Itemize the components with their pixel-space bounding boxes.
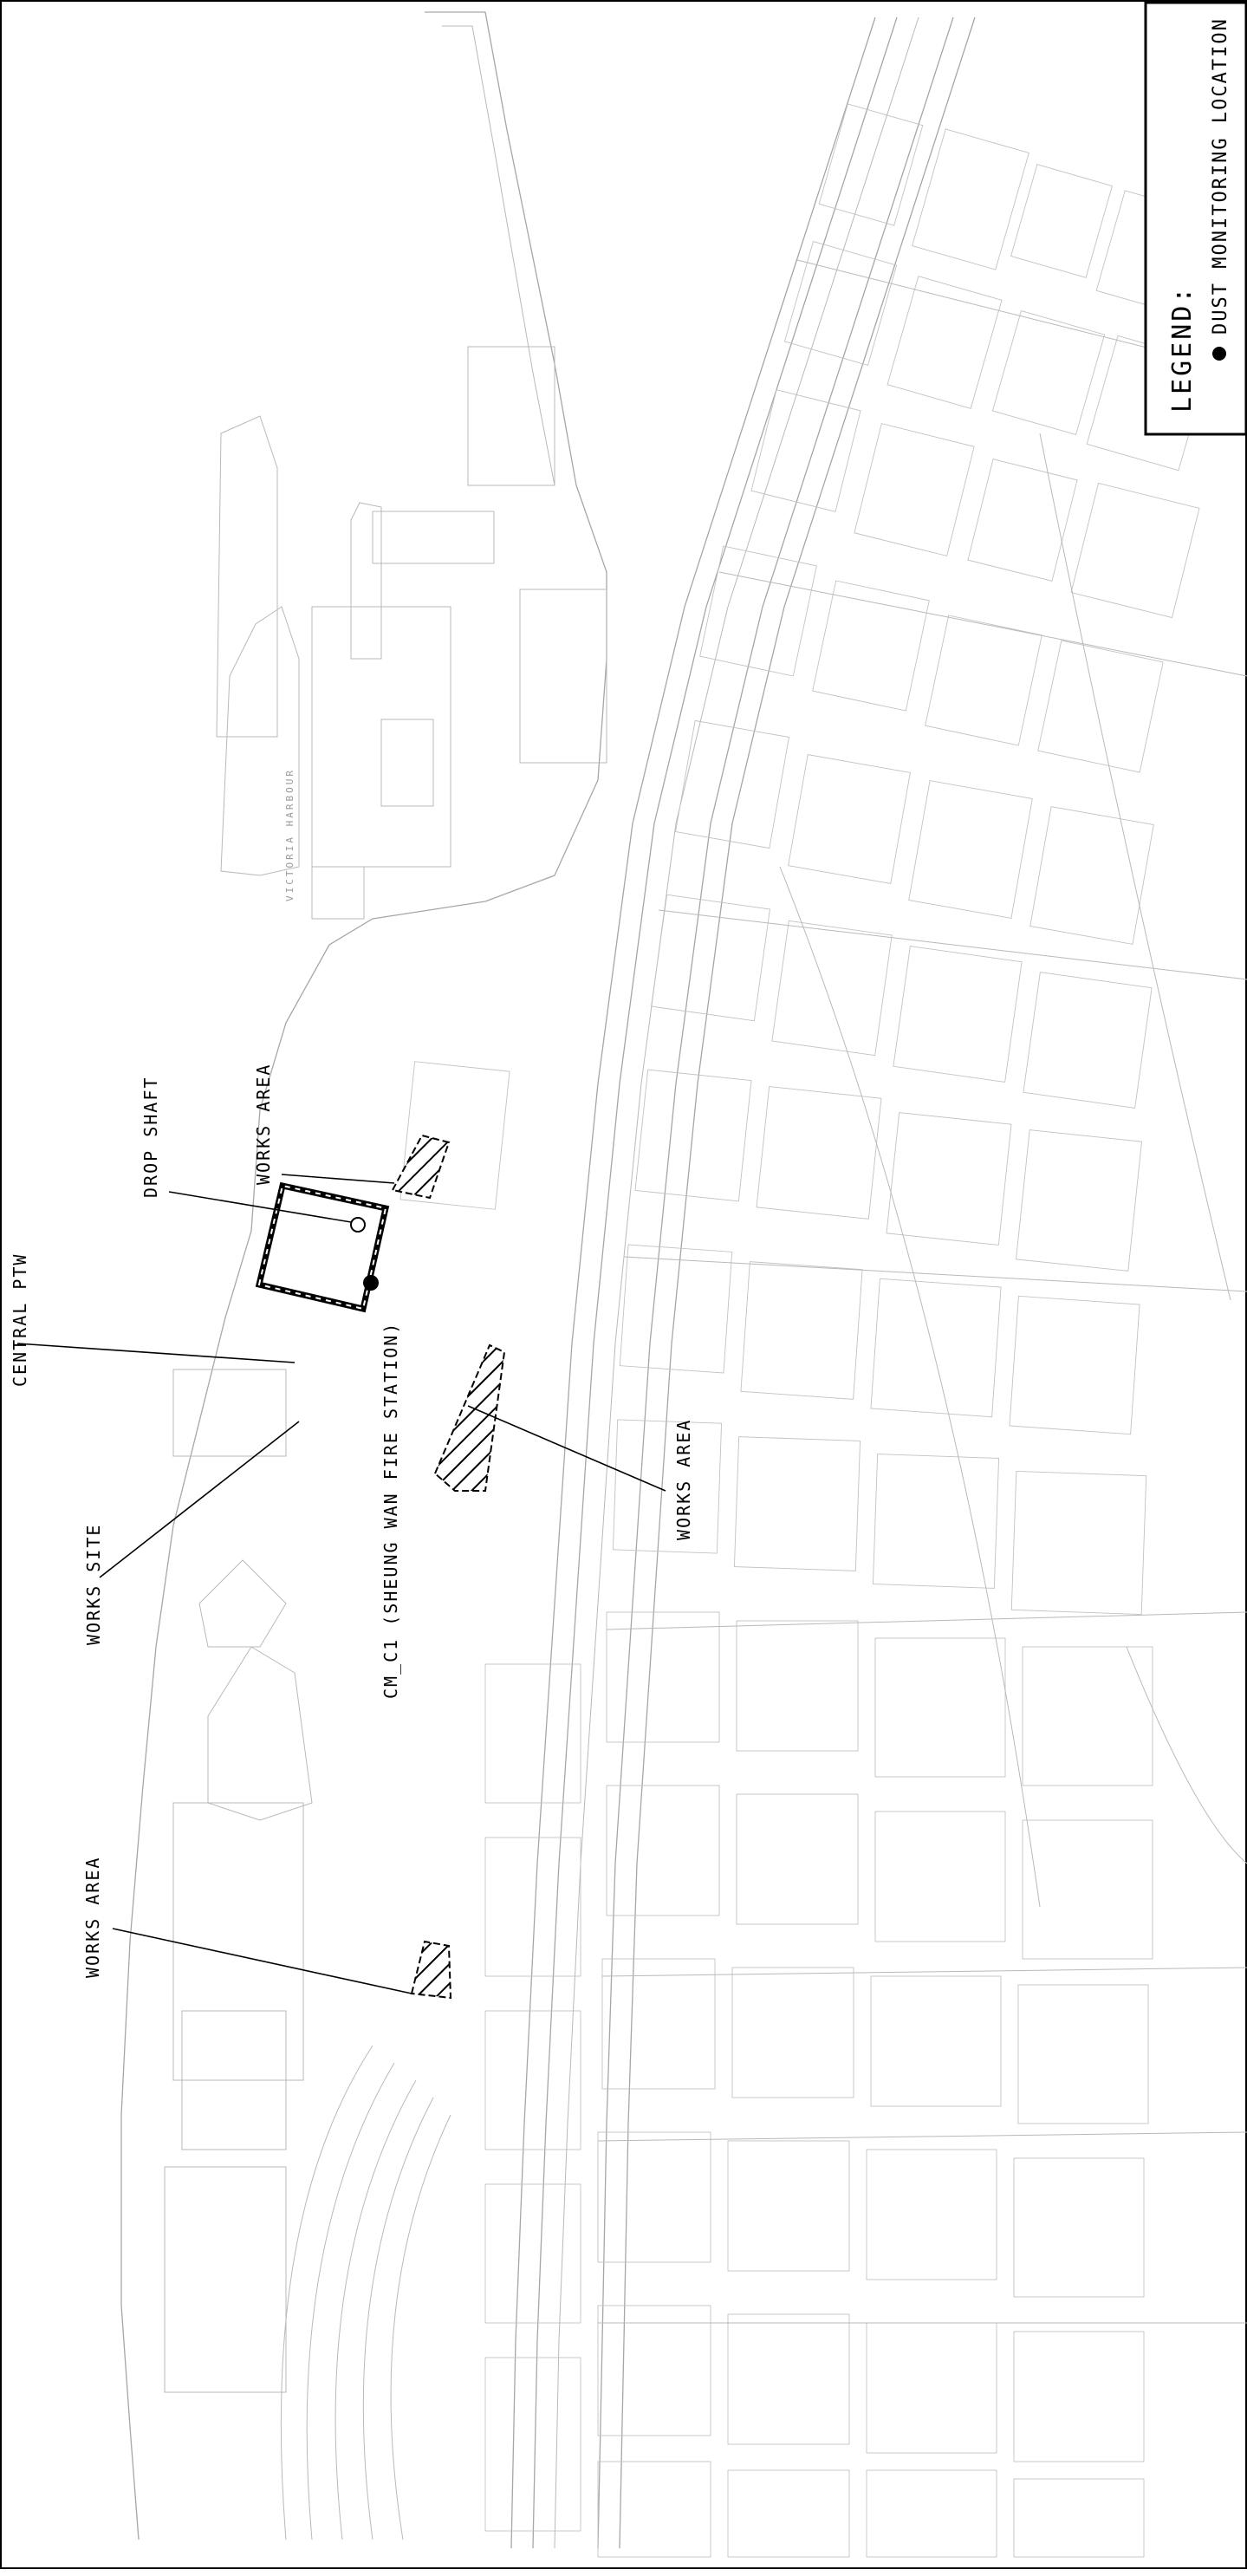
pier-structures: [216, 346, 607, 920]
works-area-road-label: WORKS AREA: [673, 1419, 694, 1540]
works-area-road-region: [433, 1343, 506, 1492]
legend-dust-marker-icon: [1212, 347, 1226, 361]
works-area-lower-label: WORKS AREA: [82, 1857, 103, 1978]
cross-streets: [597, 259, 1247, 2324]
legend-item-label: DUST MONITORING LOCATION: [1210, 17, 1231, 335]
drop-shaft-marker: [350, 1217, 366, 1233]
works-area-upper-label: WORKS AREA: [253, 1064, 274, 1185]
central-ptw-label: CENTRAL PTW: [10, 1253, 30, 1387]
dust-monitoring-marker: [363, 1275, 379, 1291]
city-grid-blocks: [399, 103, 1211, 2558]
works-area-lower-region: [410, 1940, 452, 2000]
monitoring-station-label: CM_C1 (SHEUNG WAN FIRE STATION): [380, 1322, 401, 1699]
leader-lines: [16, 1174, 666, 1994]
drop-shaft-label: DROP SHAFT: [140, 1077, 161, 1198]
legend: LEGEND: DUST MONITORING LOCATION: [1144, 1, 1247, 436]
main-road-corridor: [510, 16, 976, 2549]
coastline: [120, 11, 607, 2540]
works-site-label: WORKS SITE: [83, 1524, 104, 1645]
works-area-upper-region: [391, 1134, 451, 1200]
base-map-linework: [120, 11, 1247, 2558]
flyover-curves: [280, 2045, 451, 2540]
legend-box: [1144, 1, 1247, 436]
water-label: VICTORIA HARBOUR: [284, 768, 296, 901]
works-site: [255, 1181, 390, 1313]
waterfront-reclamation: [164, 1369, 313, 2393]
legend-title: LEGEND:: [1167, 285, 1198, 413]
